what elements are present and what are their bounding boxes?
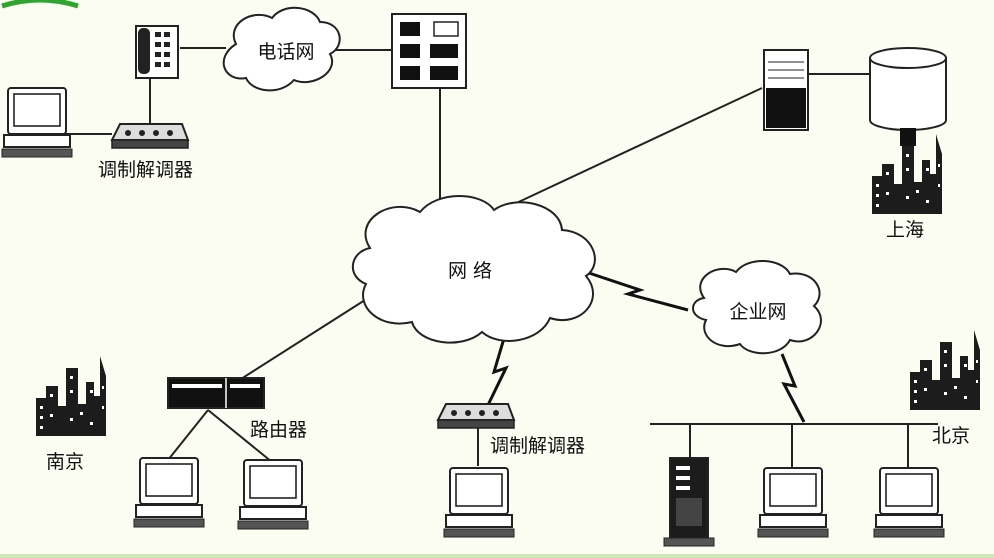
shanghai-label: 上海 xyxy=(886,219,924,241)
computer-icon-lan-2 xyxy=(873,467,945,538)
network-label: 网 络 xyxy=(448,260,492,282)
nanjing-label: 南京 xyxy=(46,451,84,473)
modem-label-bottom: 调制解调器 xyxy=(490,435,585,457)
computer-icon-modem xyxy=(443,467,515,538)
modem-label-top: 调制解调器 xyxy=(98,159,193,181)
computer-icon-router-left xyxy=(133,457,205,528)
wireless-link-network-to-modem xyxy=(486,334,509,406)
wireless-link-network-to-enterprise xyxy=(585,270,689,312)
router-icon xyxy=(167,377,265,409)
connection-lines xyxy=(64,47,938,470)
main-network-cloud: 网 络 xyxy=(351,195,596,344)
server-icon xyxy=(763,49,809,131)
computer-icon-top-left xyxy=(1,87,73,158)
router-label: 路由器 xyxy=(250,419,307,441)
lan-server-tower-icon xyxy=(663,457,715,547)
computer-icon-lan-1 xyxy=(757,467,829,538)
beijing-city-icon xyxy=(910,330,980,410)
phone-network-cloud: 电话网 xyxy=(222,6,341,92)
nanjing-city-icon xyxy=(36,356,106,436)
enterprise-network-cloud: 企业网 xyxy=(692,259,822,355)
phone-network-label: 电话网 xyxy=(257,41,314,63)
telephone-icon xyxy=(135,25,179,79)
wireless-link-enterprise-to-lan xyxy=(780,353,806,423)
telephone-switch-icon xyxy=(391,13,467,89)
database-icon xyxy=(869,47,947,146)
beijing-label: 北京 xyxy=(932,425,970,447)
modem-icon-bottom xyxy=(437,403,515,429)
enterprise-network-label: 企业网 xyxy=(729,301,786,323)
shanghai-city-icon xyxy=(872,134,942,214)
computer-icon-router-right xyxy=(237,459,309,530)
modem-icon-top xyxy=(111,123,189,149)
corner-accent xyxy=(1,0,79,9)
